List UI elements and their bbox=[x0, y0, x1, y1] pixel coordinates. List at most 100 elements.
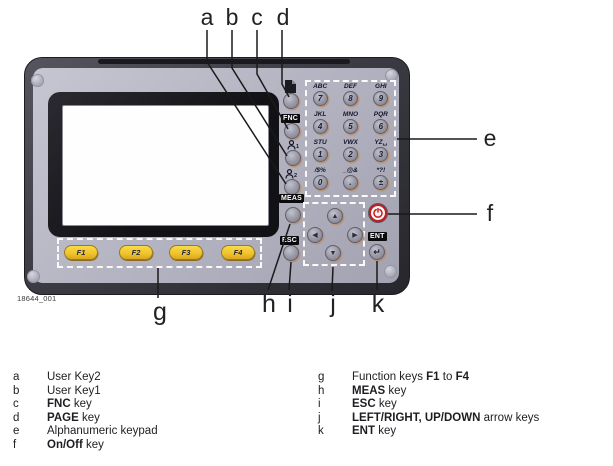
alnum-key-1: 1 bbox=[312, 147, 328, 162]
callout-d: d bbox=[276, 4, 290, 30]
legend-letter-c: c bbox=[13, 398, 19, 410]
callout-e: e bbox=[483, 125, 497, 151]
alnum-key-.: . bbox=[342, 175, 358, 190]
user1-key bbox=[285, 150, 301, 166]
alnum-key-3: 3 bbox=[373, 147, 389, 162]
legend-text-d: PAGE key bbox=[47, 411, 100, 424]
user1-sub: 1 bbox=[296, 144, 300, 150]
alnum-letters: _@& bbox=[343, 167, 358, 174]
user1-icon: 1 bbox=[287, 140, 299, 150]
esc-key-label: ESC bbox=[280, 236, 299, 245]
callout-a: a bbox=[200, 4, 214, 30]
alnum-cell-0: /$%0 bbox=[305, 167, 335, 195]
alnum-key-7: 7 bbox=[312, 91, 328, 106]
user2-icon: 2 bbox=[285, 169, 297, 179]
legend-text-g: Function keys F1 to F4 bbox=[352, 371, 469, 383]
callout-f: f bbox=[486, 200, 494, 226]
key-f3: F3 bbox=[169, 245, 203, 260]
alnum-letters: VWX bbox=[343, 139, 358, 146]
meas-key bbox=[285, 207, 301, 223]
alnum-key-2: 2 bbox=[342, 147, 358, 162]
legend-text-k: ENT key bbox=[352, 425, 397, 437]
alnum-key-0: 0 bbox=[312, 175, 328, 190]
alnum-key-8: 8 bbox=[342, 91, 358, 106]
down-arrow-icon: ▼ bbox=[329, 249, 337, 257]
legend-letter-h: h bbox=[318, 384, 325, 397]
figure-id: 18644_001 bbox=[17, 294, 57, 303]
alnum-key-5: 5 bbox=[342, 119, 358, 134]
callout-h: h bbox=[262, 290, 276, 318]
key-f1: F1 bbox=[64, 245, 98, 260]
alnum-cell-.: _@&. bbox=[335, 167, 365, 195]
left-arrow-icon: ◀ bbox=[312, 232, 318, 239]
esc-key bbox=[283, 245, 299, 261]
legend-text-b: User Key1 bbox=[47, 384, 101, 397]
legend-letter-f: f bbox=[13, 438, 17, 451]
callout-b: b bbox=[225, 4, 239, 30]
key-f2: F2 bbox=[119, 245, 153, 260]
screw-icon bbox=[31, 74, 44, 87]
legend-text-f: On/Off key bbox=[47, 438, 104, 451]
user2-sub: 2 bbox=[294, 173, 298, 179]
alnum-letters: JKL bbox=[314, 111, 327, 118]
legend-text-h: MEAS key bbox=[352, 384, 407, 397]
meas-key-label: MEAS bbox=[279, 194, 305, 203]
on-off-key bbox=[369, 204, 387, 222]
right-arrow-key: ▶ bbox=[347, 227, 363, 243]
left-arrow-key: ◀ bbox=[307, 227, 323, 243]
alnum-letters: MNO bbox=[342, 111, 359, 118]
alnum-key-±: ± bbox=[373, 175, 389, 190]
alnum-key-4: 4 bbox=[312, 119, 328, 134]
legend-text-j: LEFT/RIGHT, UP/DOWN arrow keys bbox=[352, 411, 540, 424]
fnc-key-label: FNC bbox=[281, 114, 300, 123]
alnum-cell-±: *?!± bbox=[366, 167, 396, 195]
alnum-letters: ABC bbox=[313, 83, 328, 90]
screw-icon bbox=[27, 270, 40, 283]
user2-key bbox=[284, 179, 300, 195]
fnc-key bbox=[284, 123, 300, 139]
screw-icon bbox=[385, 69, 398, 82]
alnum-letters: GHI bbox=[375, 83, 387, 90]
alnum-letters: *?! bbox=[376, 167, 386, 174]
legend-letter-g: g bbox=[318, 371, 325, 383]
power-icon bbox=[373, 208, 383, 218]
up-arrow-icon: ▲ bbox=[331, 212, 339, 220]
alnum-letters: PQR bbox=[373, 111, 388, 118]
ent-key-label: ENT bbox=[368, 232, 387, 241]
screw-icon bbox=[384, 265, 397, 278]
page-key bbox=[283, 93, 299, 109]
legend-letter-e: e bbox=[13, 425, 20, 437]
up-arrow-key: ▲ bbox=[327, 208, 343, 224]
ent-key: ↵ bbox=[369, 244, 385, 260]
legend-letter-d: d bbox=[13, 411, 20, 424]
callout-j: j bbox=[330, 290, 336, 318]
key-f4: F4 bbox=[221, 245, 255, 260]
alnum-letters: DEF bbox=[343, 83, 357, 90]
alnum-letters: /$% bbox=[314, 167, 326, 174]
enter-icon: ↵ bbox=[373, 246, 381, 257]
callout-c: c bbox=[251, 4, 263, 30]
alnum-letters: YZ␣ bbox=[374, 139, 388, 146]
alnum-cell-3: YZ␣3 bbox=[366, 139, 396, 167]
device-top-slot bbox=[98, 59, 350, 64]
legend-text-e: Alphanumeric keypad bbox=[47, 425, 158, 437]
down-arrow-key: ▼ bbox=[325, 245, 341, 261]
legend-text-c: FNC key bbox=[47, 398, 92, 410]
legend-letter-j: j bbox=[318, 411, 321, 424]
legend-letter-k: k bbox=[318, 425, 324, 437]
legend-text-a: User Key2 bbox=[47, 371, 101, 383]
callout-k: k bbox=[371, 290, 385, 318]
alnum-letters: STU bbox=[313, 139, 327, 146]
arrow-keys-outline bbox=[303, 202, 365, 266]
function-keys-outline bbox=[57, 238, 262, 268]
legend-letter-i: i bbox=[318, 398, 321, 410]
